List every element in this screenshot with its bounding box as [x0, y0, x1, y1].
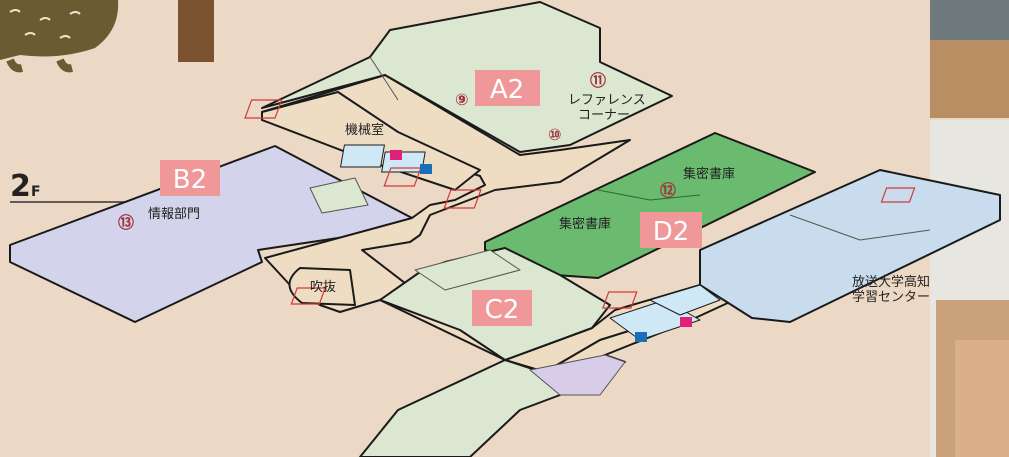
- label-atrium: 吹抜: [310, 279, 336, 295]
- label-center-2: 学習センター: [852, 289, 930, 305]
- label-stacks-upper: 集密書庫: [683, 166, 735, 182]
- stairs: [244, 99, 916, 309]
- decorative-illustration: [0, 0, 214, 73]
- zone-a-area[interactable]: [261, 1, 673, 153]
- label-machine-room: 機械室: [345, 122, 384, 138]
- restroom-icons: [390, 150, 692, 342]
- zone-d-area[interactable]: [484, 132, 816, 279]
- label-info-dept: 情報部門: [148, 207, 200, 222]
- floor-number: 2: [10, 169, 31, 204]
- atrium[interactable]: [288, 267, 356, 306]
- marker-11: ⑪: [590, 71, 606, 90]
- zone-badge-c2: C2: [472, 290, 532, 326]
- marker-12: ⑫: [660, 181, 676, 200]
- label-center-1: 放送大学高知: [852, 274, 930, 290]
- svg-text:D2: D2: [653, 217, 690, 247]
- svg-text:C2: C2: [485, 295, 520, 325]
- svg-text:B2: B2: [173, 165, 207, 195]
- label-reference-1: レファレンス: [568, 93, 646, 108]
- side-photo: [930, 0, 1009, 457]
- zone-badge-b2: B2: [160, 160, 220, 196]
- svg-text:A2: A2: [490, 75, 524, 105]
- marker-10: ⑩: [548, 125, 562, 144]
- zone-badge-d2: D2: [640, 212, 702, 248]
- marker-13: ⑬: [118, 213, 134, 232]
- marker-9: ⑨: [455, 90, 469, 109]
- label-stacks-lower: 集密書庫: [559, 216, 611, 232]
- zone-center-area[interactable]: [699, 169, 1001, 323]
- label-reference-2: コーナー: [578, 108, 630, 123]
- floor-suffix: F: [31, 184, 41, 200]
- zone-badge-a2: A2: [475, 70, 540, 106]
